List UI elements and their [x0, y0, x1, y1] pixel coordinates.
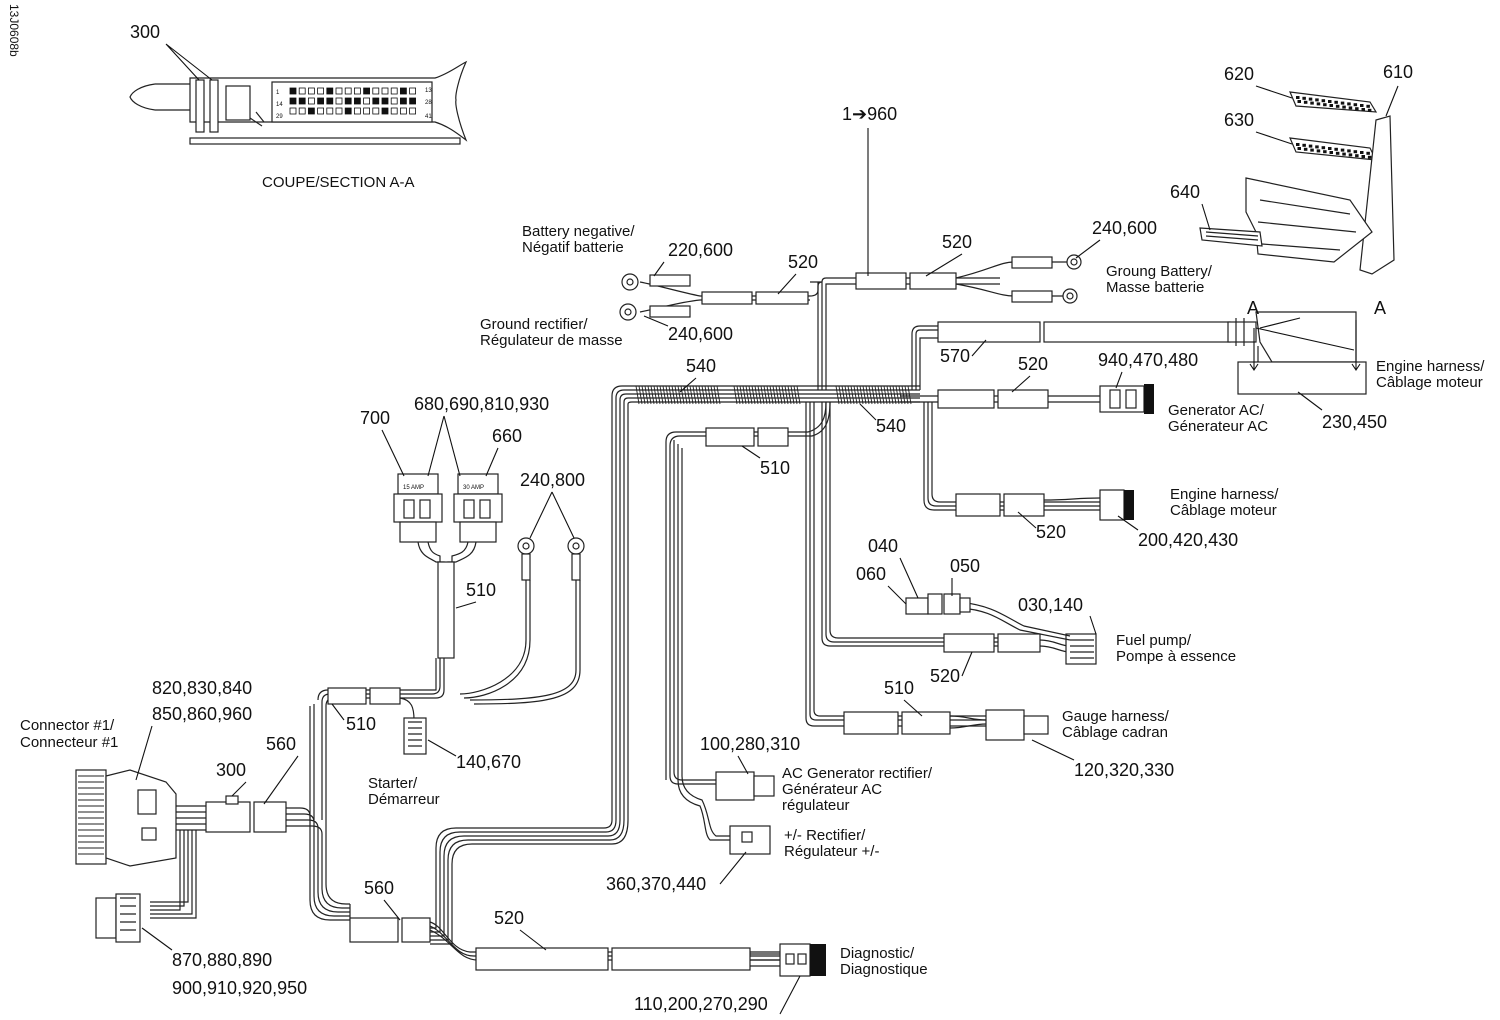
- label-ground-rectifier: Ground rectifier/: [480, 316, 588, 333]
- label-240800: 240,800: [520, 470, 585, 490]
- label-100280310: 100,280,310: [700, 734, 800, 754]
- label-820830840: 820,830,840: [152, 678, 252, 698]
- label-ac-gen-rectifier: AC Generator rectifier/: [782, 765, 933, 782]
- pin-1: 1: [276, 90, 280, 96]
- label-520-diag: 520: [494, 908, 524, 928]
- engine-harness-top: A A 570 Engine harness/ Câblage moteur 2…: [911, 298, 1485, 432]
- label-engine-harness-mid: Engine harness/: [1170, 486, 1279, 503]
- rectifier-branch: 510 100,280,310 AC Generator rectifier/ …: [606, 401, 933, 894]
- label-diagnostic-fr: Diagnostique: [840, 961, 928, 978]
- label-560-bottom: 560: [364, 878, 394, 898]
- label-230450: 230,450: [1322, 412, 1387, 432]
- connector-pin-grid: [289, 87, 417, 115]
- label-050: 050: [950, 556, 980, 576]
- main-trunk-540: 540 540: [611, 356, 920, 820]
- label-520-fuel: 520: [930, 666, 960, 686]
- label-ground-battery: Groung Battery/: [1106, 263, 1213, 280]
- diagnostic-leg: 560 520 Diagnostic/ Diagnostique 110,200…: [349, 819, 928, 1015]
- label-battery-negative-fr: Négatif batterie: [522, 239, 624, 256]
- label-starter-fr: Démarreur: [368, 791, 440, 808]
- label-700: 700: [360, 408, 390, 428]
- label-520-battery: 520: [788, 252, 818, 272]
- label-110200270290: 110,200,270,290: [634, 994, 768, 1014]
- label-630: 630: [1224, 110, 1254, 130]
- label-connector-1: Connector #1/: [20, 717, 115, 734]
- label-660: 660: [492, 426, 522, 446]
- label-220600: 220,600: [668, 240, 733, 260]
- label-240600-rectifier: 240,600: [668, 324, 733, 344]
- label-ground-rectifier-fr: Régulateur de masse: [480, 332, 623, 349]
- section-a-a-detail: 13 28 14 1 29 41 300 COUPE/SECTION A-A: [129, 22, 468, 191]
- pin-14: 14: [276, 102, 283, 108]
- label-140670: 140,670: [456, 752, 521, 772]
- label-engine-harness-top-fr: Câblage moteur: [1376, 374, 1483, 391]
- label-engine-harness-top: Engine harness/: [1376, 358, 1485, 375]
- section-caption: COUPE/SECTION A-A: [262, 174, 415, 191]
- fuse-15-amp: 15 AMP: [403, 485, 424, 491]
- label-gauge-harness: Gauge harness/: [1062, 708, 1170, 725]
- label-680690810930: 680,690,810,930: [414, 394, 549, 414]
- label-520-generator: 520: [1018, 354, 1048, 374]
- label-520-engine-mid: 520: [1036, 522, 1066, 542]
- label-200420430: 200,420,430: [1138, 530, 1238, 550]
- connector-1-assembly: 820,830,840 850,860,960 Connector #1/ Co…: [20, 678, 350, 998]
- label-640: 640: [1170, 182, 1200, 202]
- label-940470480: 940,470,480: [1098, 350, 1198, 370]
- pin-13: 13: [425, 88, 432, 94]
- label-starter: Starter/: [368, 775, 418, 792]
- label-540-top: 540: [686, 356, 716, 376]
- braided-sleeve-540: [635, 385, 912, 405]
- label-generator-ac: Generator AC/: [1168, 402, 1265, 419]
- label-870880890: 870,880,890: [172, 950, 272, 970]
- label-240600-ground: 240,600: [1092, 218, 1157, 238]
- label-030140: 030,140: [1018, 595, 1083, 615]
- label-1-960: 1➔960: [842, 104, 897, 124]
- label-360370440: 360,370,440: [606, 874, 706, 894]
- label-ground-battery-fr: Masse batterie: [1106, 279, 1204, 296]
- label-900910920950: 900,910,920,950: [172, 978, 307, 998]
- label-540-right: 540: [876, 416, 906, 436]
- main-trunk-top: 1➔960 520 240,600 Groung Battery/ Masse …: [810, 104, 1213, 390]
- ecu-connectors: 620 630 610 640: [1170, 62, 1413, 275]
- label-connector-1-fr: Connecteur #1: [20, 734, 118, 751]
- pin-28: 28: [425, 100, 432, 106]
- label-rectifier: +/- Rectifier/: [784, 827, 866, 844]
- fuse-block-branch: 15 AMP 30 AMP 700 680,690,810,930 660 51…: [309, 394, 585, 820]
- label-510-gauge: 510: [884, 678, 914, 698]
- label-570: 570: [940, 346, 970, 366]
- label-ac-gen-rectifier-fr2: régulateur: [782, 797, 850, 814]
- label-section-a-right: A: [1374, 298, 1386, 318]
- label-gauge-harness-fr: Câblage cadran: [1062, 724, 1168, 741]
- label-300-conn: 300: [216, 760, 246, 780]
- label-510-rect: 510: [760, 458, 790, 478]
- right-branches: Engine harness/ Câblage moteur 520 200,4…: [805, 402, 1279, 780]
- label-060: 060: [856, 564, 886, 584]
- label-510-fuse: 510: [466, 580, 496, 600]
- label-620: 620: [1224, 64, 1254, 84]
- label-560-conn: 560: [266, 734, 296, 754]
- label-040: 040: [868, 536, 898, 556]
- label-section-a-left: A: [1247, 298, 1259, 318]
- label-battery-negative: Battery negative/: [522, 223, 635, 240]
- pin-41: 41: [425, 114, 432, 120]
- label-fuel-pump: Fuel pump/: [1116, 632, 1192, 649]
- label-120320330: 120,320,330: [1074, 760, 1174, 780]
- label-diagnostic: Diagnostic/: [840, 945, 915, 962]
- fuse-30-amp: 30 AMP: [463, 485, 484, 491]
- pin-29: 29: [276, 114, 283, 120]
- label-610: 610: [1383, 62, 1413, 82]
- label-300-section: 300: [130, 22, 160, 42]
- label-rectifier-fr: Régulateur +/-: [784, 843, 879, 860]
- label-ac-gen-rectifier-fr1: Générateur AC: [782, 781, 882, 798]
- label-engine-harness-mid-fr: Câblage moteur: [1170, 502, 1277, 519]
- drawing-id: 13J0608b: [7, 4, 21, 57]
- battery-negative-lead: Battery negative/ Négatif batterie 220,6…: [480, 223, 819, 349]
- label-510-starter: 510: [346, 714, 376, 734]
- label-520-top: 520: [942, 232, 972, 252]
- generator-ac-lead: 520 940,470,480 Generator AC/ Génerateur…: [900, 350, 1268, 435]
- label-850860960: 850,860,960: [152, 704, 252, 724]
- label-generator-ac-fr: Génerateur AC: [1168, 418, 1268, 435]
- label-fuel-pump-fr: Pompe à essence: [1116, 648, 1236, 665]
